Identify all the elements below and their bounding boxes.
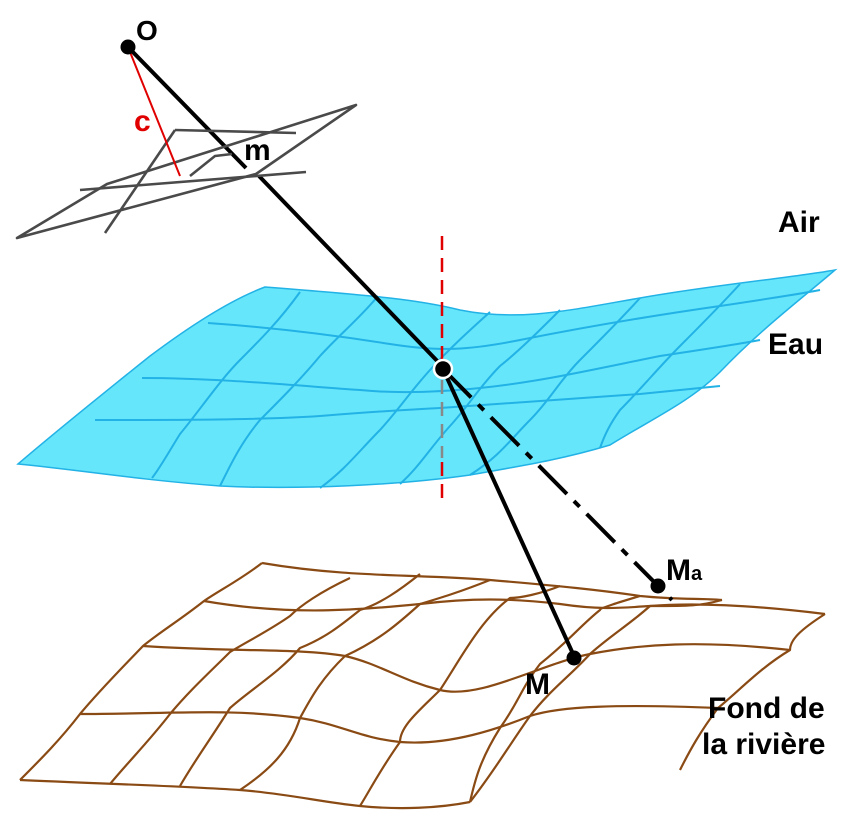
real-point-M [566, 650, 582, 666]
label-Ma-sub: a [691, 563, 703, 585]
incident-ray [126, 45, 445, 369]
refracted-ray [441, 368, 576, 657]
label-Ma-main: M [666, 554, 691, 587]
apparent-ray [441, 367, 674, 602]
label-riverbed-line1: Fond de [708, 692, 825, 725]
label-water: Eau [768, 328, 823, 361]
refraction-point [432, 358, 454, 380]
label-c: c [134, 105, 151, 138]
label-O: O [136, 15, 158, 46]
focal-length-line [127, 46, 181, 177]
label-m: m [244, 134, 271, 167]
riverbed-surface [19, 561, 826, 810]
image-plane [15, 103, 358, 240]
water-surface [16, 268, 838, 489]
camera-center-point [120, 39, 136, 55]
label-riverbed-line2: la rivière [702, 728, 825, 761]
label-M: M [525, 668, 550, 701]
label-air: Air [778, 206, 820, 239]
apparent-point-Ma [650, 578, 666, 594]
label-Ma: Ma [666, 554, 703, 587]
